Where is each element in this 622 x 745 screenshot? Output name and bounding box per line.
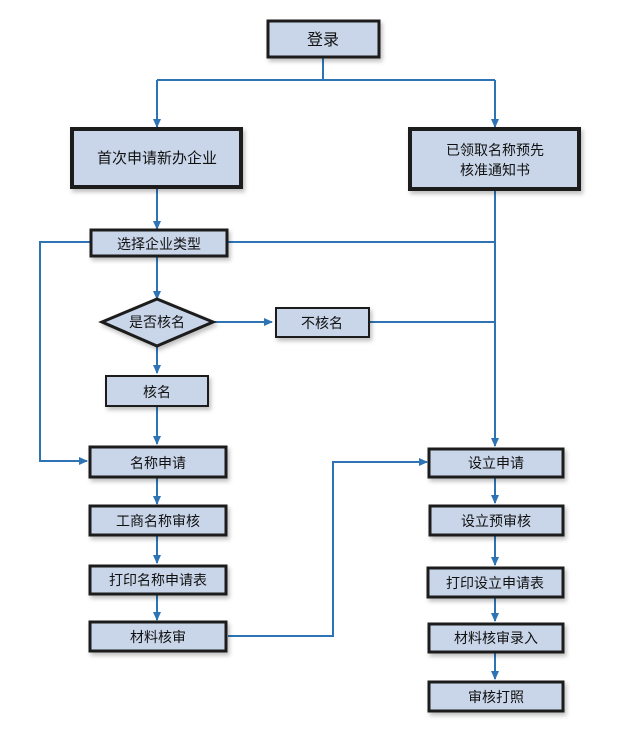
node-print-setup-form-label: 打印设立申请表	[446, 575, 544, 592]
node-select-company-type: 选择企业类型	[89, 228, 229, 258]
connector-select-left-loop	[39, 241, 91, 465]
node-name-check-label: 核名	[143, 385, 171, 401]
node-material-review-entry: 材料核审录入	[427, 622, 565, 654]
node-setup-application: 设立申请	[427, 447, 565, 479]
node-name-application-label: 名称申请	[130, 456, 186, 472]
node-first-new-company: 首次申请新办企业	[70, 127, 243, 189]
node-received-notice-line1: 已领取名称预先	[446, 143, 544, 159]
node-print-setup-form: 打印设立申请表	[426, 566, 565, 599]
node-setup-application-label: 设立申请	[468, 456, 524, 472]
node-check-name-decision: 是否核名	[98, 297, 217, 348]
node-login-label: 登录	[307, 30, 339, 49]
node-print-name-form-label: 打印名称申请表	[109, 572, 207, 589]
node-setup-pre-review-label: 设立预审核	[461, 514, 531, 530]
node-review-print-label: 审核打照	[468, 689, 524, 706]
node-first-new-company-label: 首次申请新办企业	[97, 149, 217, 167]
node-print-name-form: 打印名称申请表	[88, 564, 228, 596]
node-setup-pre-review: 设立预审核	[428, 504, 565, 537]
node-material-review-left: 材料核审	[88, 620, 228, 653]
node-name-check: 核名	[105, 375, 209, 407]
node-select-company-type-label: 选择企业类型	[117, 236, 201, 253]
node-received-notice-line2: 核准通知书	[460, 162, 530, 179]
node-material-review-left-label: 材料核审	[130, 630, 186, 646]
node-business-name-review-label: 工商名称审核	[116, 514, 200, 530]
nodes: 登录 首次申请新办企业 已领取名称预先 核准通知书 选择企业类型 是否核	[70, 19, 581, 713]
node-received-notice: 已领取名称预先 核准通知书	[408, 127, 581, 191]
node-no-name-check: 不核名	[275, 307, 370, 338]
connectors	[39, 57, 499, 680]
node-no-name-check-label: 不核名	[301, 316, 343, 332]
node-business-name-review: 工商名称审核	[88, 504, 228, 537]
node-material-review-entry-label: 材料核审录入	[454, 631, 538, 647]
node-name-application: 名称申请	[88, 445, 228, 479]
connector-material-to-setup	[228, 458, 428, 637]
node-check-name-decision-label: 是否核名	[129, 315, 185, 331]
node-review-print: 审核打照	[427, 680, 565, 713]
node-login: 登录	[266, 19, 381, 59]
